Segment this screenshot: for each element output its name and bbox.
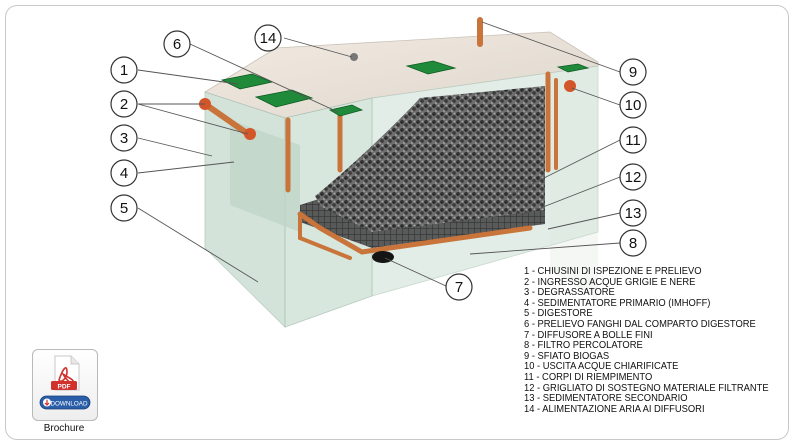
legend-item: 11 - CORPI DI RIEMPIMENTO <box>524 371 653 383</box>
tank-inner-divider <box>230 120 300 232</box>
leader-line-12 <box>519 176 621 217</box>
pdf-file-type: PDF <box>58 383 71 390</box>
outlet-fitting <box>564 80 576 92</box>
callout-1-number: 1 <box>120 62 128 79</box>
leader-line-7 <box>384 257 447 287</box>
legend-item: 14 - ALIMENTAZIONE ARIA AI DIFFUSORI <box>524 403 705 415</box>
air-supply-fitting <box>350 53 358 61</box>
callout-12: 12 <box>619 163 647 191</box>
diagram-legend: 1 - CHIUSINI DI ISPEZIONE E PRELIEVO 2 -… <box>524 266 769 415</box>
callout-14: 14 <box>254 24 282 52</box>
callout-7-number: 7 <box>455 279 463 296</box>
leader-line-14 <box>283 37 353 58</box>
leader-line-8 <box>469 242 621 255</box>
leader-line-9 <box>481 21 621 73</box>
callout-8: 8 <box>619 229 647 257</box>
callout-11: 11 <box>619 126 647 154</box>
leader-line-1 <box>137 69 239 85</box>
leader-line-11 <box>509 139 621 196</box>
legend-item: 5 - DIGESTORE <box>524 308 593 320</box>
pipework <box>202 17 558 260</box>
inlet-fitting-lower <box>244 128 256 140</box>
leader-line-5 <box>137 207 259 283</box>
inspection-cover <box>254 89 314 108</box>
leader-line-13 <box>547 212 621 230</box>
inspection-cover <box>556 63 590 73</box>
download-button-bg <box>39 395 91 410</box>
callout-9-number: 9 <box>629 64 637 81</box>
legend-item: 8 - FILTRO PERCOLATORE <box>524 340 643 352</box>
callout-5-number: 5 <box>120 200 128 217</box>
callout-6-number: 6 <box>173 36 181 53</box>
callout-7: 7 <box>445 273 473 301</box>
leader-line-6 <box>189 43 339 113</box>
callout-10: 10 <box>619 91 647 119</box>
brochure-download[interactable]: PDF DOWNLOAD Brochure <box>30 349 98 439</box>
inspection-cover <box>405 60 457 75</box>
callout-11-number: 11 <box>625 132 641 149</box>
callout-4-number: 4 <box>120 165 128 182</box>
fine-bubble-diffuser <box>372 251 394 263</box>
callout-10-number: 10 <box>625 97 642 114</box>
callout-13: 13 <box>619 199 647 227</box>
callouts: 1 2 3 4 5 6 7 8 <box>110 24 647 301</box>
inspection-cover <box>328 104 364 117</box>
brochure-caption[interactable]: Brochure <box>43 423 85 434</box>
air-feed-pipe <box>298 212 352 260</box>
callout-3: 3 <box>110 124 138 152</box>
legend-item: 7 - DIFFUSORE A BOLLE FINI <box>524 329 653 341</box>
callout-8-number: 8 <box>629 235 637 252</box>
callout-13-number: 13 <box>625 205 642 222</box>
filter-media <box>315 86 545 232</box>
callout-12-number: 12 <box>625 169 642 186</box>
callout-2: 2 <box>110 90 138 118</box>
callout-14-number: 14 <box>260 30 277 47</box>
callout-5: 5 <box>110 194 138 222</box>
callout-9: 9 <box>619 58 647 86</box>
download-button-label[interactable]: DOWNLOAD <box>50 400 88 407</box>
leader-line-3 <box>137 137 213 157</box>
legend-item: 1 - CHIUSINI DI ISPEZIONE E PRELIEVO <box>524 266 702 277</box>
pdf-file-icon: PDF DOWNLOAD <box>39 355 91 410</box>
legend-item: 3 - DEGRASSATORE <box>524 287 615 299</box>
legend-item: 6 - PRELIEVO FANGHI DAL COMPARTO DIGESTO… <box>524 318 756 330</box>
leader-line-2b <box>137 103 249 135</box>
leader-line-4 <box>137 161 235 174</box>
pdf-download-box[interactable]: PDF DOWNLOAD <box>32 349 98 421</box>
callout-6: 6 <box>163 30 191 58</box>
callout-2-number: 2 <box>120 96 128 113</box>
leader-lines <box>137 21 621 287</box>
legend-item: 12 - GRIGLIATO DI SOSTEGNO MATERIALE FIL… <box>524 382 769 394</box>
legend-item: 4 - SEDIMENTATORE PRIMARIO (IMHOFF) <box>524 297 711 309</box>
legend-item: 9 - SFIATO BIOGAS <box>524 350 610 362</box>
inlet-pipe <box>202 101 251 137</box>
legend-item: 10 - USCITA ACQUE CHIARIFICATE <box>524 361 679 373</box>
leader-line-10 <box>571 87 621 106</box>
air-diffuser-pipe <box>297 211 533 255</box>
callout-3-number: 3 <box>120 130 128 147</box>
callout-1: 1 <box>110 56 138 84</box>
legend-item: 13 - SEDIMENTATORE SECONDARIO <box>524 393 688 405</box>
legend-item: 2 - INGRESSO ACQUE GRIGIE E NERE <box>524 276 696 288</box>
callout-4: 4 <box>110 159 138 187</box>
